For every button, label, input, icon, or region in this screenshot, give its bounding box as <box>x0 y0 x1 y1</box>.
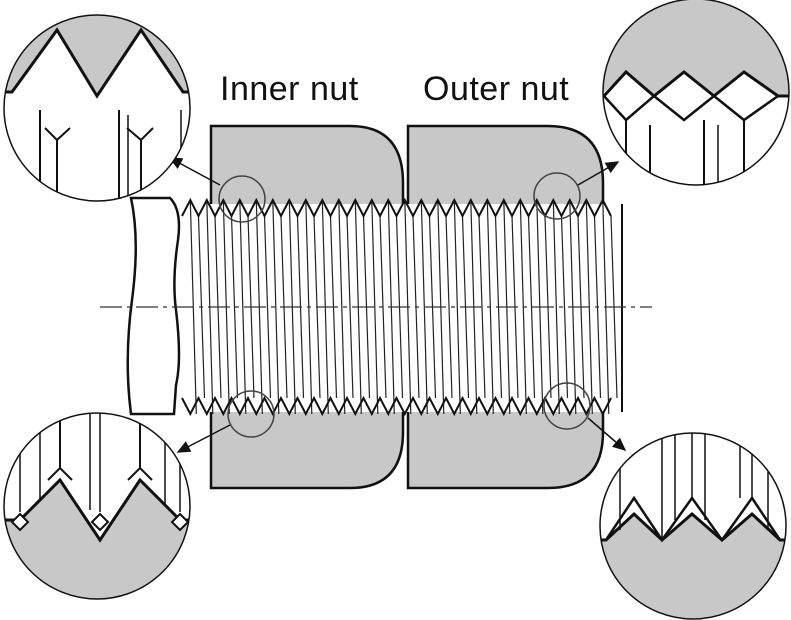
thread-root-line <box>527 215 536 399</box>
thread-root-line <box>346 215 354 399</box>
detail-circle-bottom-left <box>3 412 191 600</box>
arrow-top-right <box>577 161 620 186</box>
bottom-thread-profile <box>181 395 612 417</box>
thread-crest-line <box>338 199 346 415</box>
outer-nut-top-detail-marker <box>533 172 581 220</box>
detail-circle-bottom-right <box>599 432 787 620</box>
thread-crest-line <box>552 199 560 415</box>
thread-root-line <box>230 215 239 399</box>
inner-nut-top-detail-marker <box>218 175 266 223</box>
bolt-head <box>126 196 181 416</box>
inner-nut-label: Inner nut <box>220 70 359 108</box>
thread-root-line <box>560 215 569 399</box>
inner-nut-bottom-detail-marker <box>227 390 275 438</box>
thread-crest-line <box>371 199 379 415</box>
top-thread-profile <box>181 197 612 219</box>
detail-circle-top-left <box>3 14 191 202</box>
thread-root-line <box>445 215 453 399</box>
arrow-top-left <box>168 157 221 186</box>
arrow-bottom-right <box>587 417 627 451</box>
detail-circle-top-right <box>602 0 790 186</box>
thread-root-line <box>263 215 272 399</box>
thread-crest-line <box>239 199 247 415</box>
thread-crest-line <box>272 199 280 415</box>
outer-nut-bottom-detail-marker <box>543 382 591 430</box>
thread-crest-line <box>453 199 461 415</box>
outer-nut-label: Outer nut <box>423 70 570 108</box>
arrow-bottom-left <box>176 424 231 453</box>
